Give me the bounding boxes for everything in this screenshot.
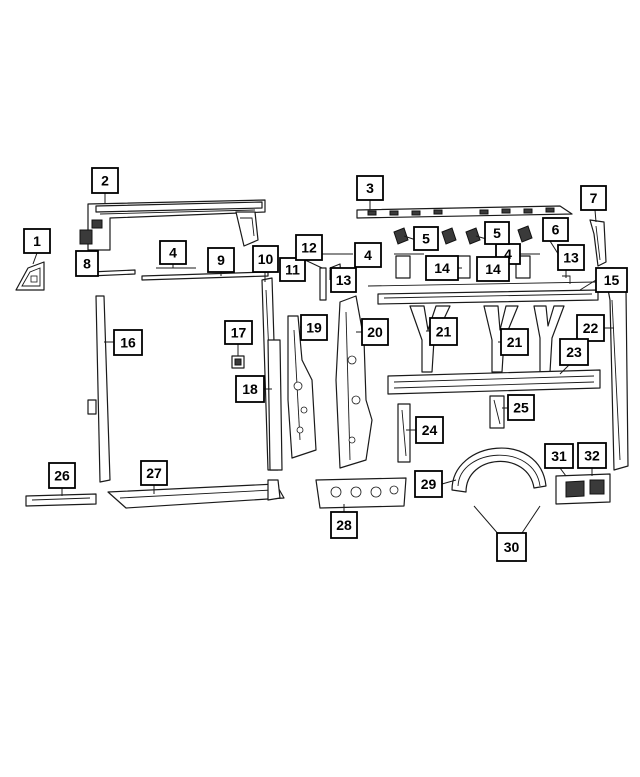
part-18-reinforcement xyxy=(267,339,283,471)
callout-label: 4 xyxy=(364,247,372,263)
callout-4-b: 4 xyxy=(354,242,382,268)
callout-label: 12 xyxy=(301,240,317,256)
callout-8: 8 xyxy=(75,250,99,277)
callout-16: 16 xyxy=(113,329,143,356)
part-27-rocker xyxy=(107,479,285,509)
callout-11: 11 xyxy=(279,257,306,282)
callout-13-b: 13 xyxy=(557,244,585,271)
callout-5-a: 5 xyxy=(413,226,439,251)
callout-label: 8 xyxy=(83,256,91,272)
part-25-reinforcement xyxy=(489,395,505,429)
callout-22: 22 xyxy=(576,314,605,342)
callout-label: 19 xyxy=(306,320,322,336)
part-14-panels xyxy=(395,255,531,279)
callout-label: 9 xyxy=(217,252,225,268)
callout-label: 14 xyxy=(434,260,450,276)
part-22-rear-pillar xyxy=(603,267,629,471)
part-8-9-roof-bows xyxy=(89,269,269,281)
callout-label: 16 xyxy=(120,335,136,351)
callout-label: 17 xyxy=(231,325,247,341)
callout-19: 19 xyxy=(300,314,328,341)
callout-label: 25 xyxy=(513,400,529,416)
part-31-32-pockets xyxy=(555,473,611,505)
callout-21-b: 21 xyxy=(500,328,529,356)
callout-21-a: 21 xyxy=(429,317,458,346)
callout-32: 32 xyxy=(577,442,607,469)
callout-label: 21 xyxy=(507,334,523,350)
callout-label: 26 xyxy=(54,468,70,484)
callout-10: 10 xyxy=(252,245,279,273)
callout-29: 29 xyxy=(414,470,443,498)
callout-label: 3 xyxy=(366,180,374,196)
callout-28: 28 xyxy=(330,511,358,539)
callout-12: 12 xyxy=(295,234,323,261)
callout-label: 5 xyxy=(493,225,501,241)
callout-15: 15 xyxy=(595,267,628,293)
callout-label: 11 xyxy=(285,262,300,278)
callout-label: 18 xyxy=(242,381,258,397)
callout-label: 4 xyxy=(169,245,177,261)
part-15-rail xyxy=(367,281,599,305)
callout-label: 7 xyxy=(590,190,598,206)
callout-30: 30 xyxy=(496,532,527,562)
callout-label: 21 xyxy=(436,324,452,340)
callout-label: 13 xyxy=(563,250,579,266)
callout-label: 22 xyxy=(583,320,599,336)
callout-4-a: 4 xyxy=(159,240,187,265)
part-17-clip xyxy=(231,355,245,369)
callout-label: 30 xyxy=(504,539,520,555)
callout-label: 24 xyxy=(422,422,438,438)
callout-label: 28 xyxy=(336,517,352,533)
callout-23: 23 xyxy=(559,338,589,366)
callout-label: 4 xyxy=(504,246,512,262)
callout-27: 27 xyxy=(140,460,168,486)
callout-13-a: 13 xyxy=(330,267,357,293)
part-7-pillar-bracket xyxy=(589,219,607,267)
callout-1: 1 xyxy=(23,228,51,254)
part-5-clips xyxy=(393,225,533,245)
callout-14-a: 14 xyxy=(425,255,459,281)
callout-label: 31 xyxy=(551,448,567,464)
part-3-side-rail xyxy=(356,205,573,219)
part-2-roof-header xyxy=(79,199,266,251)
callout-5-b: 5 xyxy=(484,221,510,245)
callout-26: 26 xyxy=(48,462,76,489)
callout-label: 32 xyxy=(584,448,600,464)
part-24-panel xyxy=(397,403,411,463)
callout-label: 27 xyxy=(146,465,162,481)
callout-25: 25 xyxy=(507,394,535,421)
callout-label: 14 xyxy=(485,261,501,277)
callout-6: 6 xyxy=(542,217,569,242)
callout-14-b: 14 xyxy=(476,256,510,282)
callout-label: 6 xyxy=(552,222,560,238)
part-16-tall-pillar xyxy=(87,295,111,483)
callout-2: 2 xyxy=(91,167,119,194)
callout-17: 17 xyxy=(224,320,253,345)
callout-label: 1 xyxy=(33,233,41,249)
callout-18: 18 xyxy=(235,375,265,403)
callout-9: 9 xyxy=(207,247,235,273)
callout-label: 5 xyxy=(422,231,430,247)
callout-label: 10 xyxy=(258,251,274,267)
part-1-corner-bracket xyxy=(15,261,45,291)
callout-3: 3 xyxy=(356,175,384,201)
callout-7: 7 xyxy=(580,185,607,211)
callout-label: 13 xyxy=(336,272,352,288)
callout-label: 2 xyxy=(101,173,109,189)
callout-label: 20 xyxy=(367,324,383,340)
part-26-sill xyxy=(25,493,97,507)
callout-label: 29 xyxy=(421,476,437,492)
callout-label: 23 xyxy=(566,344,582,360)
part-28-crossmember xyxy=(315,477,407,509)
part-19-b-pillar xyxy=(287,315,317,459)
callout-31: 31 xyxy=(544,443,574,469)
callout-24: 24 xyxy=(415,416,444,444)
callout-20: 20 xyxy=(361,318,389,346)
part-23-lower-rail xyxy=(387,369,601,395)
part-29-wheelhouse xyxy=(451,447,547,493)
callout-label: 15 xyxy=(604,272,620,288)
